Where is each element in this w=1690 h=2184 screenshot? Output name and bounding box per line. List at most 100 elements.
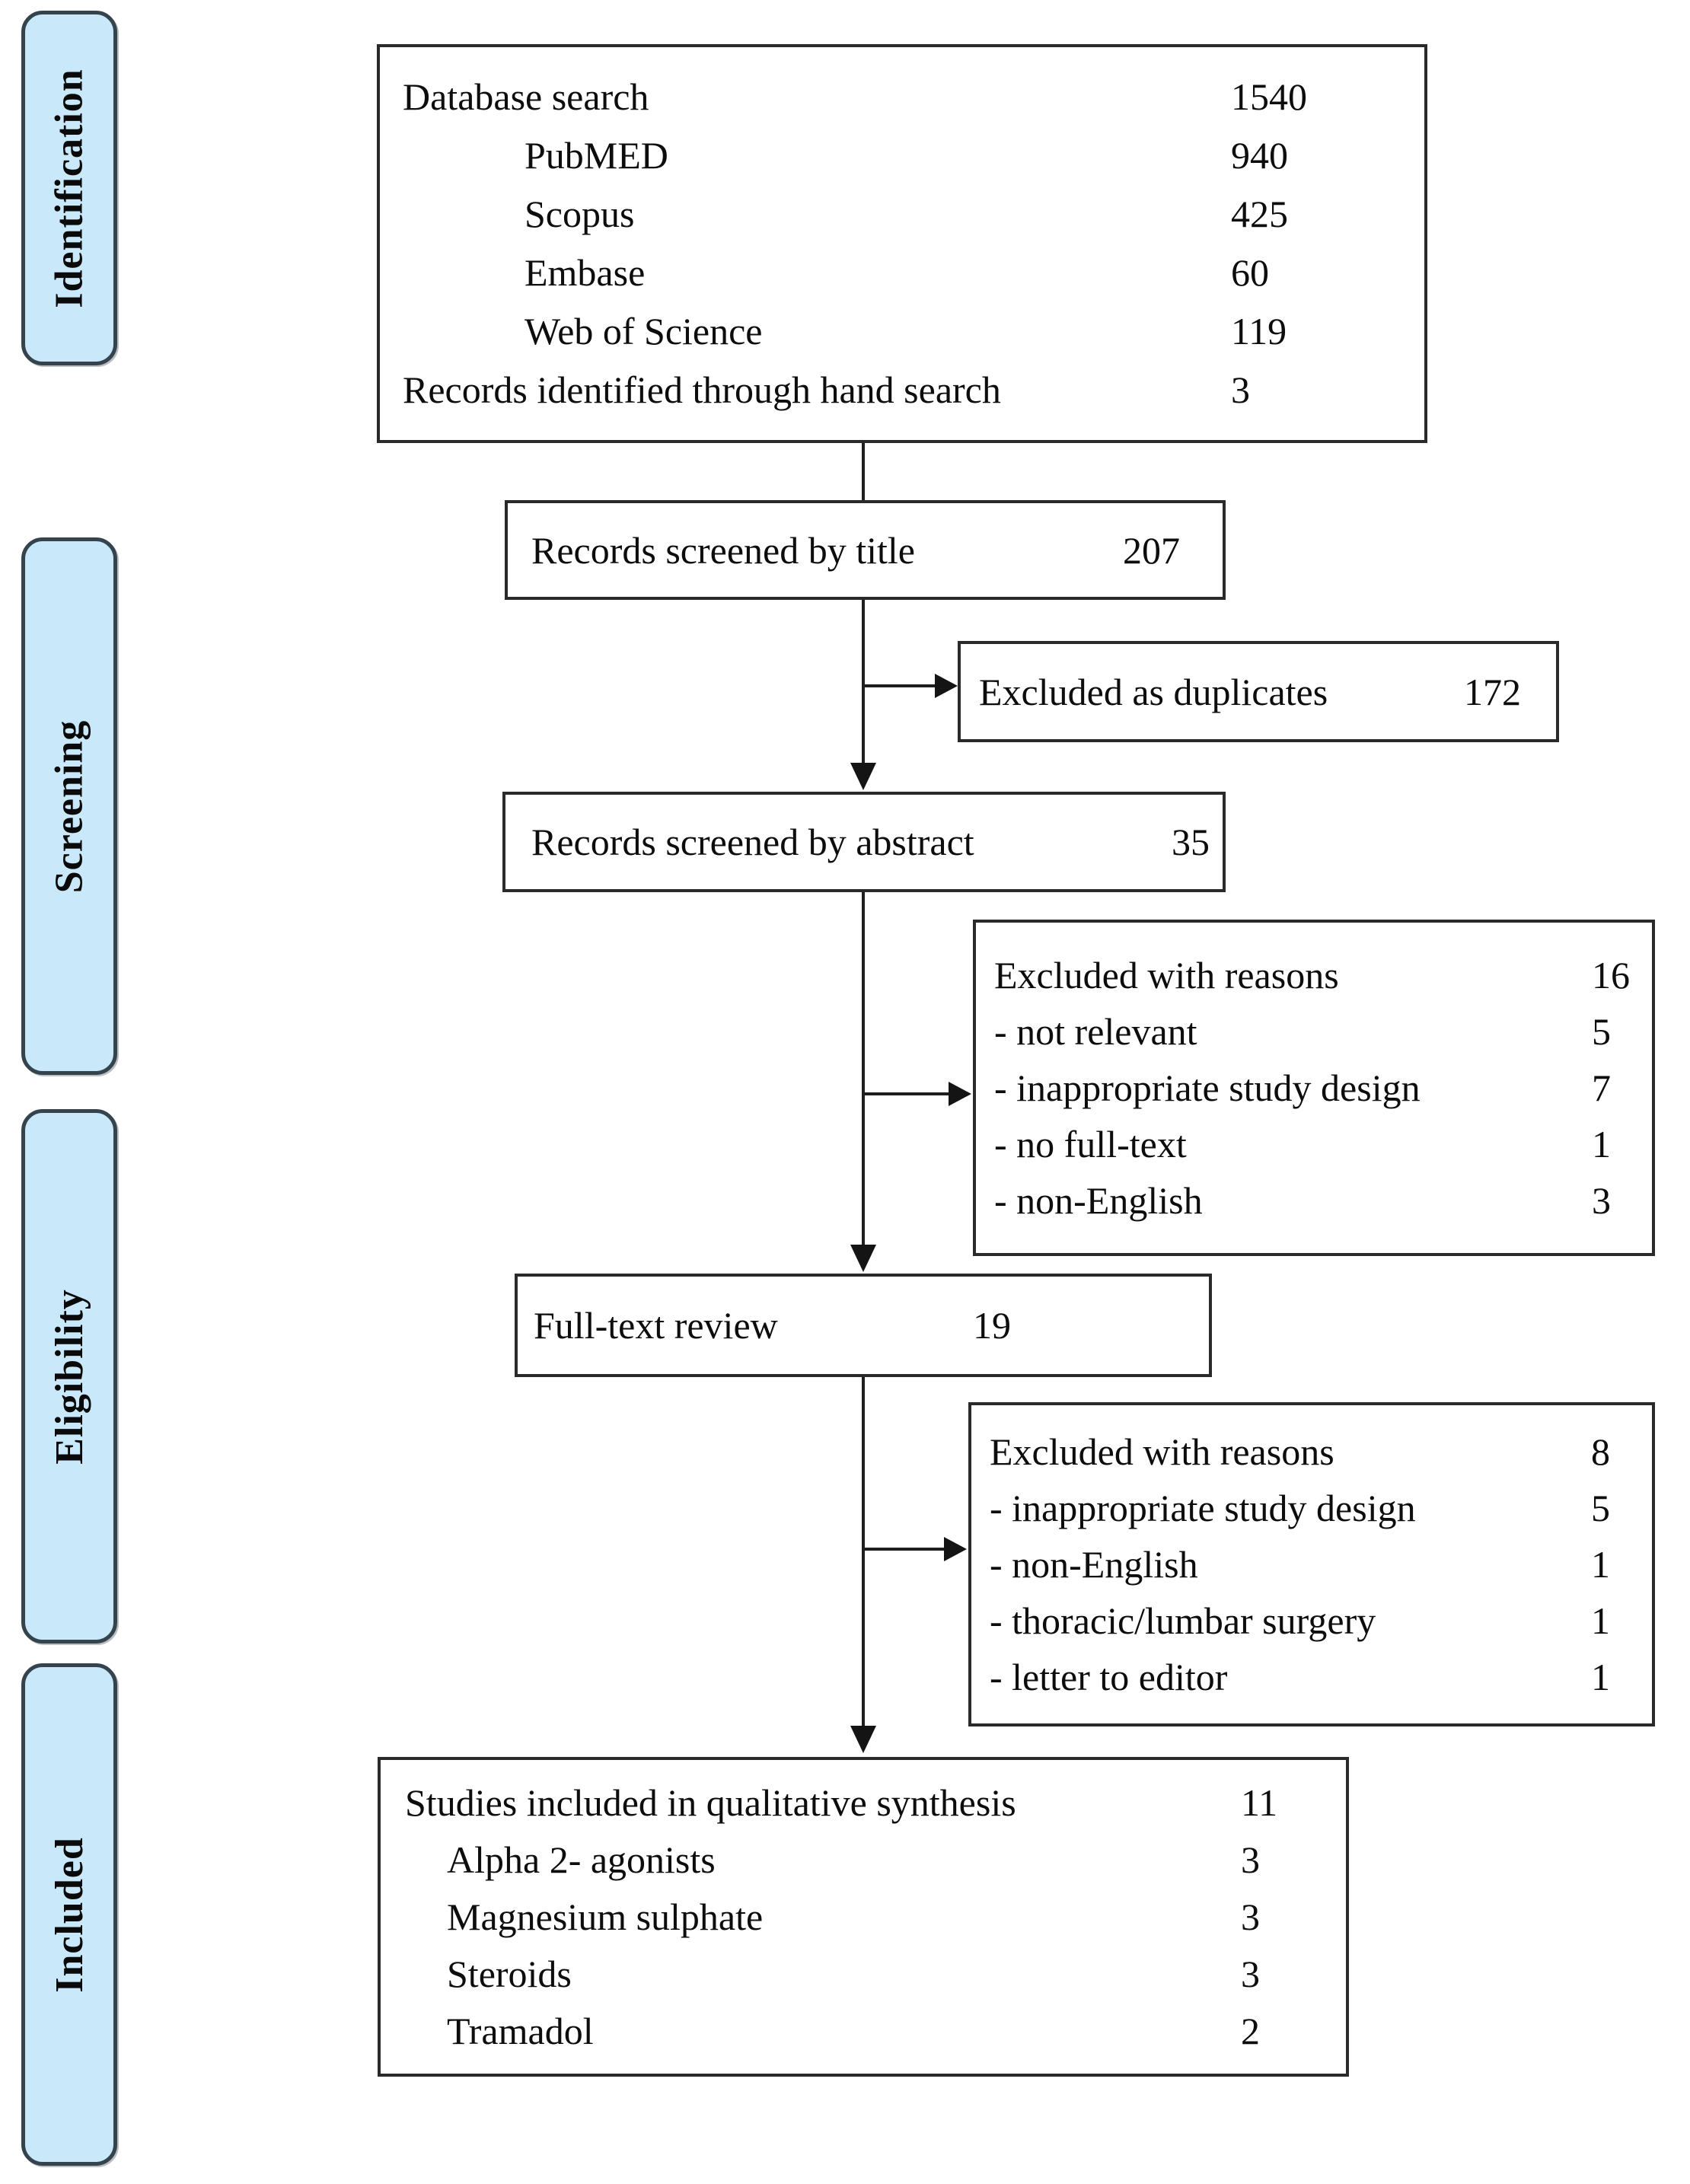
flow-row: Excluded with reasons 16	[994, 947, 1652, 1003]
row-value: 16	[1592, 954, 1630, 996]
row-label: - not relevant	[994, 1010, 1197, 1053]
row-value: 1	[1591, 1656, 1610, 1698]
arrowhead-right-icon	[944, 1537, 967, 1561]
row-label: Database search	[403, 75, 649, 118]
box-studies-included: Studies included in qualitative synthesi…	[378, 1757, 1349, 2077]
row-label: Web of Science	[525, 310, 763, 352]
stage-included: Included	[21, 1663, 117, 2166]
row-label: Records screened by title	[531, 528, 915, 572]
flow-row: Scopus 425	[403, 185, 1424, 244]
box-records-screened-by-title: Records screened by title 207	[505, 500, 1226, 600]
flow-row: Records screened by title 207	[531, 522, 1223, 579]
arrowhead-right-icon	[935, 674, 958, 698]
flow-row: Web of Science 119	[403, 302, 1424, 361]
row-value: 1540	[1231, 75, 1307, 118]
flow-row: - inappropriate study design 7	[994, 1060, 1652, 1116]
arrowhead-down-icon	[850, 1245, 876, 1272]
row-value: 425	[1231, 193, 1288, 235]
row-label: Excluded as duplicates	[979, 670, 1328, 713]
row-value: 5	[1592, 1010, 1611, 1053]
flow-row: Full-text review 19	[534, 1297, 1209, 1353]
flow-row: - no full-text 1	[994, 1116, 1652, 1172]
row-value: 35	[1172, 821, 1210, 863]
row-label: Records screened by abstract	[531, 821, 974, 863]
row-value: 3	[1241, 1895, 1260, 1938]
box-records-screened-by-abstract: Records screened by abstract 35	[502, 792, 1226, 892]
flow-row: - non-English 3	[994, 1172, 1652, 1229]
row-label: - letter to editor	[990, 1656, 1228, 1698]
connector-db-to-title	[862, 443, 865, 500]
flow-row: - letter to editor 1	[990, 1649, 1652, 1705]
stage-identification-label: Identification	[47, 68, 91, 308]
row-value: 119	[1231, 310, 1287, 352]
row-label: Full-text review	[534, 1304, 778, 1347]
row-label: Magnesium sulphate	[447, 1895, 764, 1938]
arrowhead-down-icon	[850, 763, 876, 790]
stage-eligibility-label: Eligibility	[47, 1288, 91, 1465]
row-label: Alpha 2- agonists	[447, 1838, 716, 1881]
row-value: 172	[1464, 670, 1521, 713]
box-excluded-with-reasons-fulltext: Excluded with reasons 8 - inappropriate …	[968, 1402, 1655, 1726]
flow-row: Excluded with reasons 8	[990, 1424, 1652, 1480]
stage-screening: Screening	[21, 537, 117, 1075]
flow-row: - non-English 1	[990, 1536, 1652, 1593]
row-value: 11	[1241, 1781, 1278, 1824]
row-value: 2	[1241, 2009, 1260, 2052]
flow-row: - thoracic/lumbar surgery 1	[990, 1593, 1652, 1649]
row-label: - inappropriate study design	[994, 1066, 1421, 1109]
row-label: Tramadol	[447, 2009, 594, 2052]
connector-branch-excluded-fulltext	[865, 1548, 944, 1551]
row-value: 3	[1241, 1838, 1260, 1881]
flow-row: Embase 60	[403, 244, 1424, 302]
row-label: - non-English	[990, 1543, 1198, 1586]
row-label: Excluded with reasons	[994, 954, 1339, 996]
row-label: Scopus	[525, 193, 635, 235]
row-value: 3	[1592, 1179, 1611, 1222]
box-excluded-with-reasons-abstract: Excluded with reasons 16 - not relevant …	[973, 920, 1655, 1256]
flow-row: PubMED 940	[403, 126, 1424, 185]
flow-row: - inappropriate study design 5	[990, 1480, 1652, 1536]
flow-row: Database search 1540	[403, 68, 1424, 126]
row-value: 940	[1231, 134, 1288, 177]
flow-row: Studies included in qualitative synthesi…	[405, 1774, 1346, 1832]
row-label: - no full-text	[994, 1123, 1187, 1165]
row-value: 207	[1123, 528, 1180, 572]
stage-eligibility: Eligibility	[21, 1109, 117, 1644]
flow-row: Tramadol 2	[405, 2003, 1346, 2060]
box-excluded-as-duplicates: Excluded as duplicates 172	[958, 641, 1559, 742]
row-label: Embase	[525, 251, 646, 294]
arrowhead-down-icon	[850, 1726, 876, 1753]
row-label: - inappropriate study design	[990, 1487, 1416, 1529]
row-value: 5	[1591, 1487, 1610, 1529]
flow-row: Steroids 3	[405, 1946, 1346, 2003]
flow-row: Excluded as duplicates 172	[979, 664, 1556, 720]
row-value: 1	[1591, 1599, 1610, 1642]
box-database-search: Database search 1540 PubMED 940 Scopus 4…	[377, 44, 1427, 443]
connector-fulltext-to-included	[862, 1377, 865, 1727]
arrowhead-right-icon	[949, 1082, 971, 1106]
flow-row: Magnesium sulphate 3	[405, 1889, 1346, 1946]
flow-row: - not relevant 5	[994, 1003, 1652, 1060]
row-value: 60	[1231, 251, 1269, 294]
row-value: 8	[1591, 1430, 1610, 1473]
row-value: 3	[1231, 368, 1250, 411]
box-fulltext-review: Full-text review 19	[515, 1274, 1212, 1377]
flow-row: Records identified through hand search 3	[403, 361, 1424, 419]
flow-row: Alpha 2- agonists 3	[405, 1832, 1346, 1889]
flow-row: Records screened by abstract 35	[531, 814, 1223, 870]
row-label: PubMED	[525, 134, 668, 177]
row-value: 3	[1241, 1952, 1260, 1995]
connector-title-to-abstract	[862, 600, 865, 764]
row-label: Records identified through hand search	[403, 368, 1001, 411]
stage-identification: Identification	[21, 11, 117, 365]
row-label: Steroids	[447, 1952, 572, 1995]
row-label: Studies included in qualitative synthesi…	[405, 1781, 1016, 1824]
row-label: - thoracic/lumbar surgery	[990, 1599, 1376, 1642]
row-value: 1	[1592, 1123, 1611, 1165]
connector-branch-duplicates	[865, 684, 935, 687]
row-value: 19	[973, 1304, 1011, 1347]
row-value: 7	[1592, 1066, 1611, 1109]
row-label: - non-English	[994, 1179, 1203, 1222]
stage-included-label: Included	[47, 1836, 91, 1993]
